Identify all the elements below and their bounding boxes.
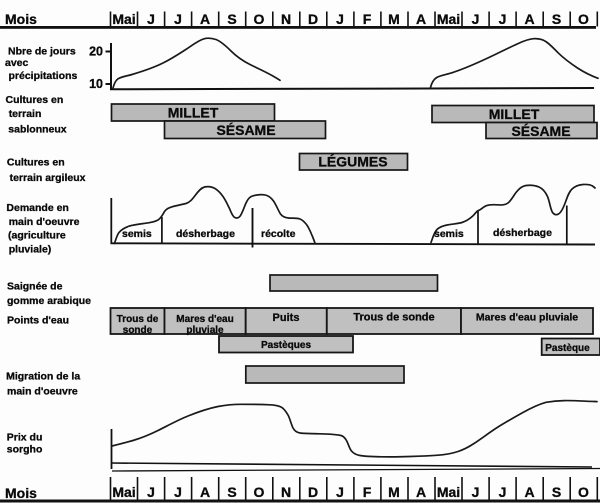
svg-text:Cultures en: Cultures en bbox=[6, 94, 64, 106]
svg-text:Mai: Mai bbox=[112, 11, 135, 27]
svg-text:D: D bbox=[308, 484, 318, 500]
svg-text:Mai: Mai bbox=[112, 484, 135, 500]
svg-text:J: J bbox=[174, 11, 182, 27]
svg-text:A: A bbox=[524, 11, 534, 27]
svg-text:SÉSAME: SÉSAME bbox=[511, 123, 570, 139]
svg-text:20: 20 bbox=[89, 45, 103, 59]
svg-text:Mares d'eau pluviale: Mares d'eau pluviale bbox=[476, 312, 578, 324]
svg-text:A: A bbox=[524, 484, 534, 500]
svg-text:J: J bbox=[499, 11, 507, 27]
svg-text:MILLET: MILLET bbox=[489, 106, 540, 122]
svg-text:J: J bbox=[336, 484, 344, 500]
svg-text:F: F bbox=[363, 484, 372, 500]
svg-text:Trous de: Trous de bbox=[117, 314, 159, 325]
svg-text:Demande en: Demande en bbox=[6, 202, 68, 214]
svg-text:J: J bbox=[499, 484, 507, 500]
svg-text:O: O bbox=[578, 484, 589, 500]
svg-text:terrain: terrain bbox=[9, 108, 42, 120]
svg-text:Prix du: Prix du bbox=[7, 432, 43, 444]
svg-text:A: A bbox=[200, 484, 210, 500]
svg-text:Pastèque: Pastèque bbox=[545, 343, 590, 354]
svg-text:O: O bbox=[254, 484, 265, 500]
svg-text:A: A bbox=[200, 11, 210, 27]
svg-text:Mares d'eau: Mares d'eau bbox=[176, 314, 233, 325]
svg-text:semis: semis bbox=[434, 228, 464, 240]
svg-text:Nbre de jours: Nbre de jours bbox=[8, 46, 76, 58]
svg-text:F: F bbox=[363, 11, 372, 27]
svg-text:N: N bbox=[281, 484, 291, 500]
svg-text:désherbage: désherbage bbox=[493, 227, 552, 239]
svg-text:MILLET: MILLET bbox=[168, 105, 219, 121]
svg-text:Trous de sonde: Trous de sonde bbox=[353, 312, 434, 324]
svg-text:D: D bbox=[308, 11, 318, 27]
svg-text:Pastèques: Pastèques bbox=[261, 340, 311, 351]
svg-text:Points d'eau: Points d'eau bbox=[7, 315, 69, 327]
svg-text:M: M bbox=[388, 484, 400, 500]
svg-text:Mai: Mai bbox=[437, 484, 460, 500]
svg-text:J: J bbox=[147, 484, 155, 500]
svg-text:J: J bbox=[336, 11, 344, 27]
svg-text:sablonneux: sablonneux bbox=[8, 124, 67, 136]
svg-text:avec: avec bbox=[5, 57, 29, 69]
svg-text:S: S bbox=[227, 484, 236, 500]
svg-text:précipitations: précipitations bbox=[9, 70, 78, 82]
svg-text:Cultures en: Cultures en bbox=[7, 157, 65, 169]
svg-text:pluviale: pluviale bbox=[186, 325, 224, 336]
svg-text:main d'oeuvre: main d'oeuvre bbox=[9, 216, 80, 228]
svg-text:sorgho: sorgho bbox=[7, 444, 43, 456]
svg-text:(agriculture: (agriculture bbox=[8, 230, 66, 242]
svg-text:N: N bbox=[281, 11, 291, 27]
svg-text:10: 10 bbox=[89, 77, 103, 91]
svg-text:O: O bbox=[254, 11, 265, 27]
svg-text:terrain argileux: terrain argileux bbox=[10, 172, 86, 184]
svg-text:A: A bbox=[416, 11, 426, 27]
svg-text:J: J bbox=[472, 11, 480, 27]
svg-text:désherbage: désherbage bbox=[176, 228, 235, 240]
svg-text:main d'oeuvre: main d'oeuvre bbox=[7, 386, 78, 398]
svg-text:LÉGUMES: LÉGUMES bbox=[318, 154, 387, 170]
svg-text:semis: semis bbox=[122, 228, 152, 240]
svg-text:J: J bbox=[174, 484, 182, 500]
svg-text:J: J bbox=[472, 484, 480, 500]
svg-text:récolte: récolte bbox=[261, 228, 296, 240]
svg-text:gomme arabique: gomme arabique bbox=[7, 295, 91, 307]
svg-text:SÉSAME: SÉSAME bbox=[216, 122, 275, 138]
svg-text:Mois: Mois bbox=[5, 485, 37, 501]
svg-text:J: J bbox=[147, 11, 155, 27]
svg-text:S: S bbox=[552, 11, 561, 27]
svg-text:Mai: Mai bbox=[437, 11, 460, 27]
svg-text:M: M bbox=[388, 11, 400, 27]
svg-text:pluviale): pluviale) bbox=[9, 244, 52, 256]
svg-text:Puits: Puits bbox=[273, 312, 300, 324]
svg-text:sonde: sonde bbox=[123, 325, 153, 336]
svg-text:Mois: Mois bbox=[5, 11, 37, 27]
svg-text:A: A bbox=[416, 484, 426, 500]
svg-text:O: O bbox=[578, 11, 589, 27]
svg-text:Migration de la: Migration de la bbox=[6, 371, 80, 383]
svg-text:Saignée de: Saignée de bbox=[7, 281, 63, 293]
svg-text:S: S bbox=[227, 11, 236, 27]
svg-text:S: S bbox=[552, 484, 561, 500]
